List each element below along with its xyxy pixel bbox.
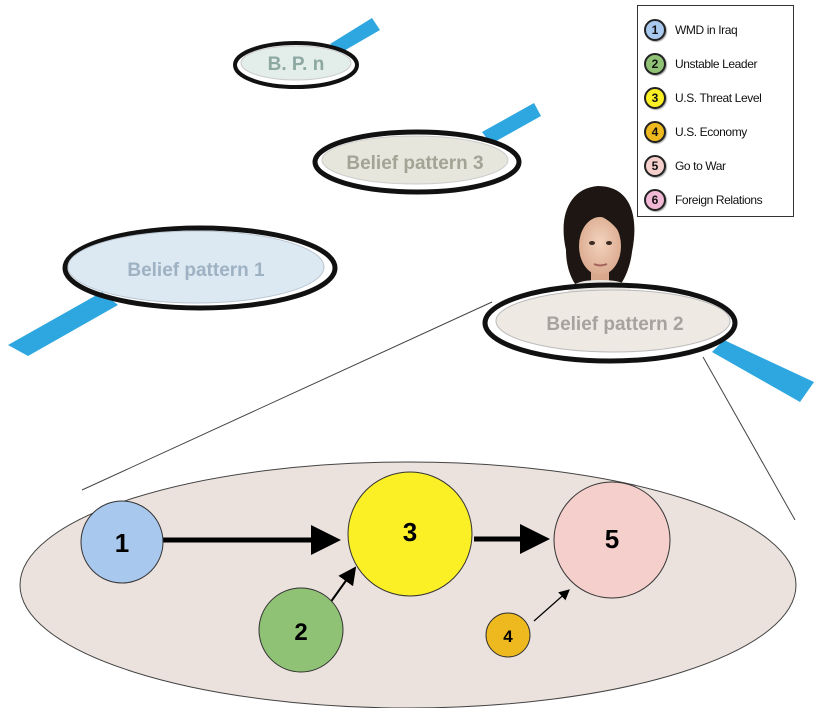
zoom-line-right [702,356,796,521]
node-2[interactable]: 2 [258,587,344,673]
pin-icon [712,340,814,402]
legend-badge-1: 1 [644,19,666,41]
belief-pattern-3[interactable]: Belief pattern 3 [312,103,541,195]
legend-badge-4: 4 [644,121,666,143]
legend-item-3: 3 U.S. Threat Level [644,85,762,111]
node-5-label: 5 [605,524,619,554]
legend-item-6: 6 Foreign Relations [644,187,763,213]
pin-icon [330,18,380,52]
belief-pattern-1[interactable]: Belief pattern 1 [8,225,338,356]
belief-pattern-n-label: B. P. n [268,54,325,75]
node-4-label: 4 [503,627,513,646]
legend-label-5: Go to War [675,159,726,173]
edge-4-to-5 [533,589,570,622]
node-4[interactable]: 4 [485,612,531,658]
legend-label-6: Foreign Relations [675,193,763,207]
legend-item-4: 4 U.S. Economy [644,119,747,145]
node-3[interactable]: 3 [347,471,473,597]
legend-badge-6: 6 [644,189,666,211]
legend-badge-3: 3 [644,87,666,109]
legend-item-5: 5 Go to War [644,153,726,179]
node-1-label: 1 [115,528,129,558]
legend-item-1: 1 WMD in Iraq [644,17,738,43]
legend-label-3: U.S. Threat Level [675,91,762,105]
woman-avatar [563,186,635,292]
legend-badge-5: 5 [644,155,666,177]
legend-badge-2: 2 [644,53,666,75]
legend-label-1: WMD in Iraq [675,23,738,37]
belief-pattern-n[interactable]: B. P. n [233,18,380,89]
node-3-label: 3 [403,517,417,547]
belief-pattern-3-label: Belief pattern 3 [346,153,483,174]
node-1[interactable]: 1 [80,500,164,584]
legend: 1 WMD in Iraq 2 Unstable Leader 3 U.S. T… [637,5,794,217]
node-2-label: 2 [294,619,307,646]
belief-pattern-2[interactable]: Belief pattern 2 [482,282,814,402]
belief-pattern-2-label: Belief pattern 2 [546,314,683,335]
legend-item-2: 2 Unstable Leader [644,51,757,77]
zoom-line-left [81,301,493,491]
belief-pattern-1-label: Belief pattern 1 [127,260,265,281]
node-5[interactable]: 5 [553,481,671,599]
legend-label-4: U.S. Economy [675,125,747,139]
edge-2-to-3 [329,566,357,604]
pin-icon [482,103,541,144]
pin-icon [8,292,118,356]
legend-label-2: Unstable Leader [675,57,758,71]
